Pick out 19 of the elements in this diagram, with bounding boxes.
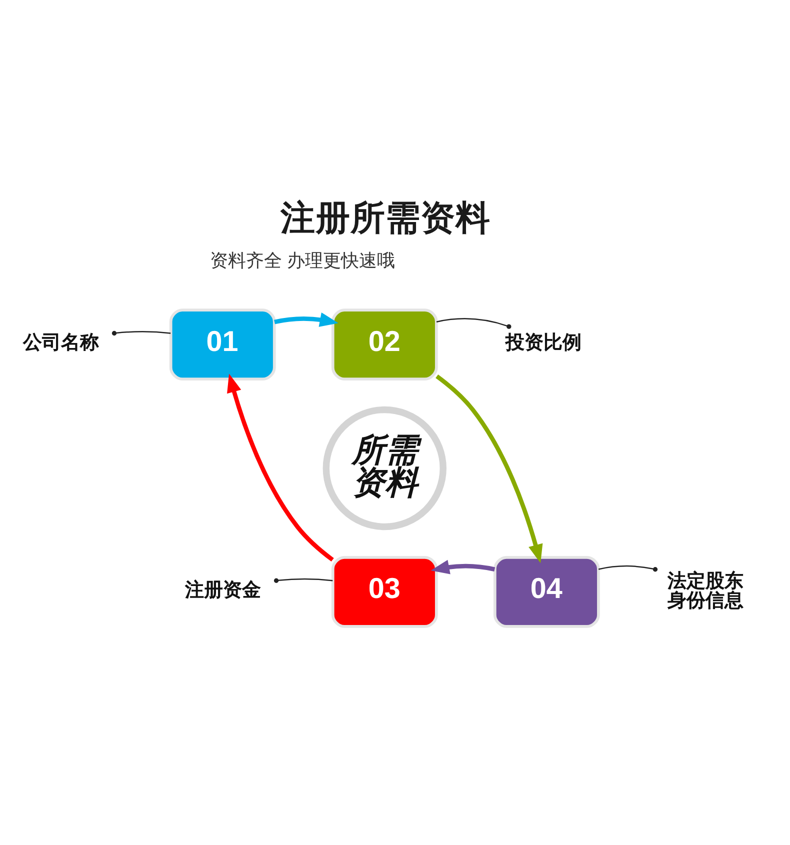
node-box: 01 [169, 308, 276, 380]
node-circle: 所需资料 [322, 406, 446, 530]
node-text: 投资比例 [505, 332, 582, 353]
node-text: 法定股东身份信息 [667, 570, 744, 611]
node-text: 公司名称 [23, 332, 100, 353]
label: 资料齐全 办理更快速哦 [210, 250, 396, 270]
node-box: 03 [331, 555, 438, 628]
node-text: 注册资金 [185, 579, 262, 600]
node-box: 04 [493, 555, 600, 628]
arrow [227, 373, 334, 562]
arrow [436, 374, 543, 563]
connector [274, 578, 333, 582]
node-box: 02 [331, 308, 438, 380]
arrow [274, 312, 338, 326]
connector [112, 330, 171, 336]
diagram-title: 注册所需资料 [280, 198, 491, 237]
connector [598, 564, 658, 572]
arrow [430, 559, 496, 574]
connector [436, 318, 512, 328]
